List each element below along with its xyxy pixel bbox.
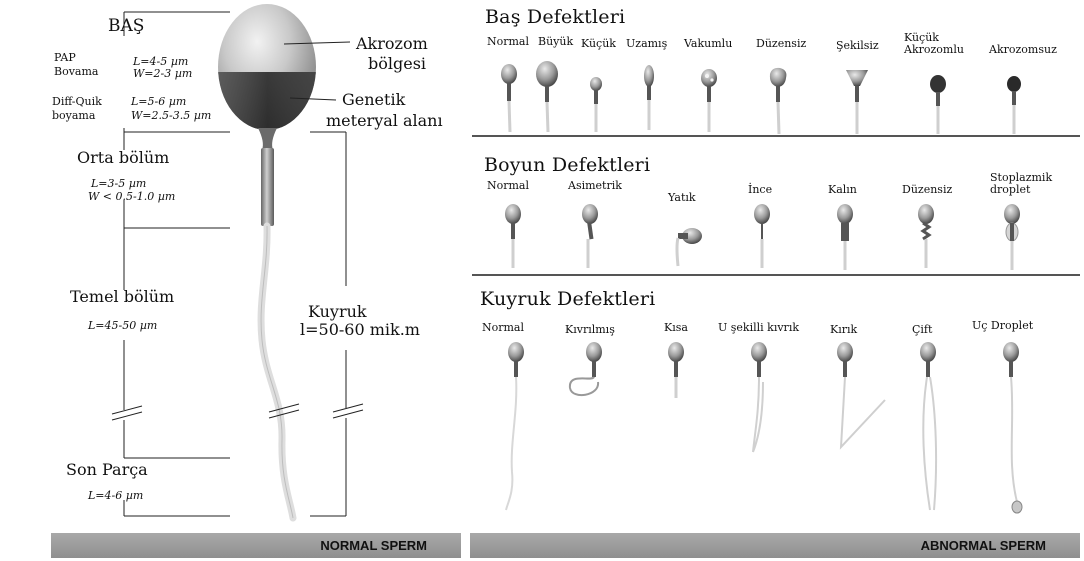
- neck-defect-label: İnce: [748, 184, 772, 196]
- diff-length: L=5-6 µm: [131, 96, 186, 108]
- tail-defect-label: Kırık: [830, 324, 857, 336]
- principal-length: L=45-50 µm: [88, 320, 157, 332]
- genetic-label-2: meteryal alanı: [326, 113, 443, 130]
- tail-defect-label: Normal: [482, 322, 524, 334]
- head-defect-label: Büyük: [538, 36, 573, 48]
- endpiece-title: Son Parça: [66, 462, 148, 479]
- head-defect-label: Düzensiz: [756, 38, 806, 50]
- sperm-neck: [258, 128, 277, 150]
- head-defect-label: Akrozomsuz: [989, 44, 1057, 56]
- neck-defects-row: [505, 204, 1020, 270]
- head-title: BAŞ: [108, 18, 144, 36]
- neck-defect-label: Normal: [487, 180, 529, 192]
- tail-defect-label: Kısa: [664, 322, 688, 334]
- principal-title: Temel bölüm: [70, 289, 174, 306]
- pap-width: W=2-3 µm: [133, 68, 192, 80]
- neck-defect-label: Yatık: [668, 192, 696, 204]
- diff-label-line1: Diff-Quik: [52, 96, 102, 108]
- tail-defect-label: U şekilli kıvrık: [718, 322, 799, 334]
- tail-title: Kuyruk: [308, 304, 367, 321]
- midpiece-length: L=3-5 µm: [91, 178, 146, 190]
- sperm-tail: [261, 226, 293, 518]
- tail-defect-label: Çift: [912, 324, 932, 336]
- neck-defect-label: Düzensiz: [902, 184, 952, 196]
- acrosome-label-1: Akrozom: [356, 36, 428, 53]
- midpiece-title: Orta bölüm: [77, 150, 169, 167]
- pap-label-line2: Bovama: [54, 66, 98, 78]
- head-defect-label: Uzamış: [626, 38, 667, 50]
- head-defect-label: Vakumlu: [684, 38, 732, 50]
- tail-defects-row: [506, 342, 1022, 513]
- normal-sperm-footer: NORMAL SPERM: [51, 533, 461, 558]
- abnormal-sperm-label: ABNORMAL SPERM: [921, 538, 1046, 553]
- diff-width: W=2.5-3.5 µm: [131, 110, 211, 122]
- head-defect-label: Normal: [487, 36, 529, 48]
- neck-defects-title: Boyun Defektleri: [484, 156, 650, 176]
- neck-defect-label: Kalın: [828, 184, 857, 196]
- head-defect-label: Küçük: [581, 38, 616, 50]
- acrosome-label-2: bölgesi: [368, 56, 426, 73]
- tail-defects-title: Kuyruk Defektleri: [480, 290, 655, 310]
- neck-defect-label: Asimetrik: [568, 180, 622, 192]
- head-defect-label: Şekilsiz: [836, 40, 879, 52]
- pap-length: L=4-5 µm: [133, 56, 188, 68]
- pap-label-line1: PAP: [54, 52, 76, 64]
- abnormal-sperm-footer: ABNORMAL SPERM: [470, 533, 1080, 558]
- diff-label-line2: boyama: [52, 110, 95, 122]
- midpiece-width: W < 0.5-1.0 µm: [88, 191, 175, 203]
- tail-defect-label: Uç Droplet: [972, 320, 1033, 332]
- genetic-label-1: Genetik: [342, 92, 405, 109]
- endpiece-length: L=4-6 µm: [88, 490, 143, 502]
- head-defects-row: [501, 61, 1021, 134]
- neck-defect-label: Stoplazmik droplet: [990, 172, 1050, 196]
- normal-sperm-label: NORMAL SPERM: [320, 538, 427, 553]
- tail-defect-label: Kıvrılmış: [565, 324, 615, 336]
- sperm-midpiece: [261, 148, 274, 226]
- head-defects-title: Baş Defektleri: [485, 8, 625, 28]
- tail-length: l=50-60 mik.m: [300, 322, 420, 339]
- head-defect-label: Küçük Akrozomlu: [904, 32, 974, 56]
